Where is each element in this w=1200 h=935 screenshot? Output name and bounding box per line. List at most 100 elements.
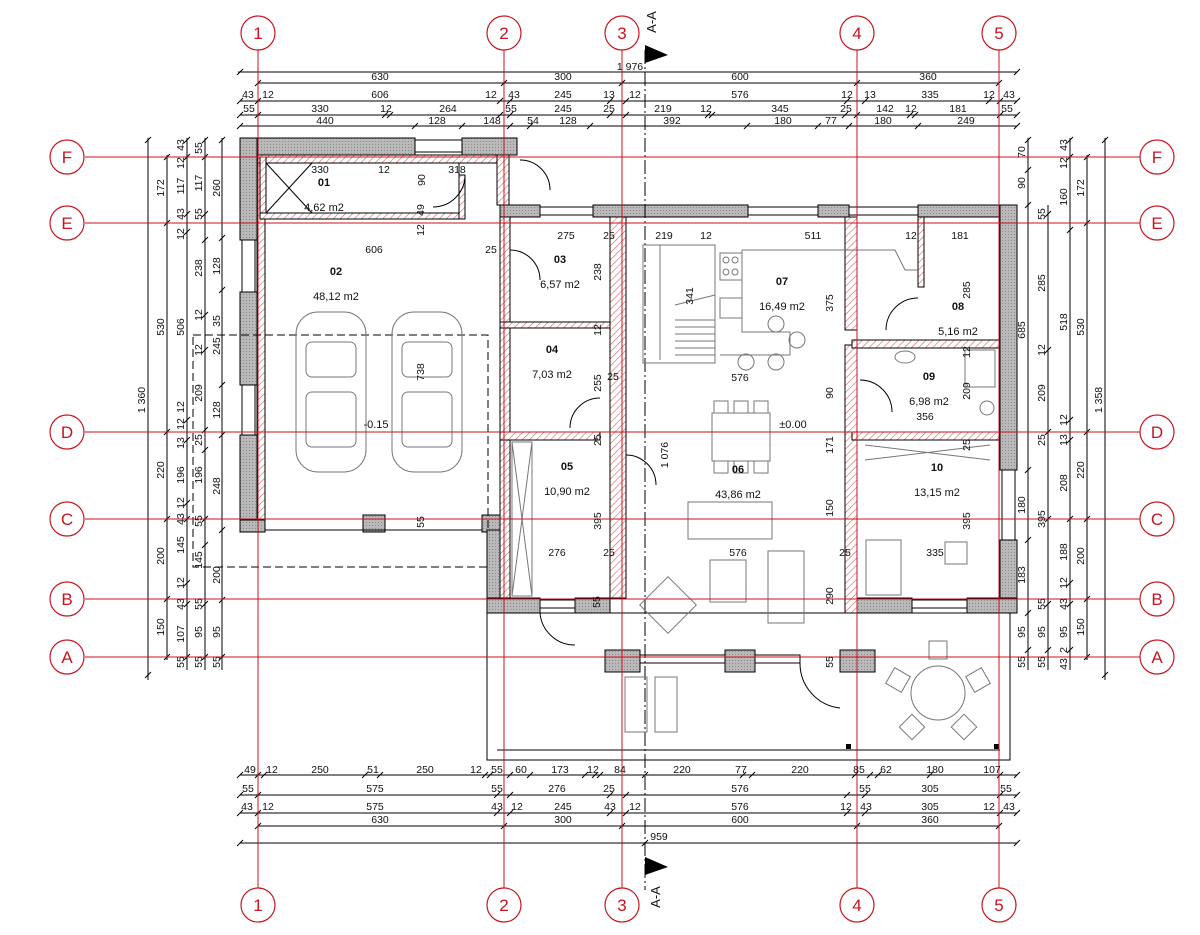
dimension-overall-right: 1 358: [1093, 387, 1105, 413]
dimension-text: 196: [175, 466, 187, 484]
dimension-text: 220: [155, 461, 167, 479]
dimension-text: 25: [603, 783, 615, 795]
dimension-text: 12: [175, 497, 187, 509]
dimension-tick: [622, 791, 630, 799]
armchair: [639, 576, 697, 634]
terrace-chair: [928, 640, 948, 660]
dimension-tick: [496, 97, 504, 105]
dimension-text: 43: [508, 89, 520, 101]
exterior-wall: [851, 597, 913, 614]
dimension-tick: [144, 671, 152, 679]
dimension-text: 12: [485, 89, 497, 101]
dimension-text: 60: [515, 764, 527, 776]
dimension-tick: [843, 97, 851, 105]
dimension-tick: [743, 122, 751, 130]
exterior-wall: [966, 597, 1018, 614]
dimension-text: 188: [1058, 543, 1070, 561]
dimension-text: 276: [548, 783, 566, 795]
dining-chair: [753, 460, 769, 474]
exterior-wall: [239, 137, 258, 241]
grid-bubble: [49, 414, 85, 450]
dimension-tick: [911, 111, 919, 119]
grid-label-row: F: [1152, 148, 1162, 167]
dimension-tick: [1044, 600, 1052, 608]
dimension-text: 506: [175, 318, 187, 336]
grid-bubble: [1139, 414, 1175, 450]
dimension-tick: [606, 97, 614, 105]
interior-dimension-text: 181: [951, 230, 969, 242]
level-mark-garage: -0.15: [363, 419, 388, 431]
grid-label-row: D: [61, 423, 73, 442]
dimension-text: 219: [654, 103, 672, 115]
dimension-text: 208: [1058, 474, 1070, 492]
exterior-wall: [239, 434, 258, 533]
dimension-tick: [906, 111, 914, 119]
dimension-text: 148: [483, 115, 501, 127]
dimension-tick: [845, 122, 853, 130]
dimension-tick: [201, 541, 209, 549]
dimension-tick: [376, 771, 384, 779]
dimension-tick: [236, 771, 244, 779]
sofa: [767, 550, 805, 624]
window: [754, 654, 801, 664]
room-number: 09: [923, 371, 935, 383]
dimension-text: 264: [439, 103, 457, 115]
dining-chair: [753, 400, 769, 414]
interior-dimension-text: 12: [700, 230, 712, 242]
grid-bubble: [49, 639, 85, 675]
dimension-text: 392: [663, 115, 681, 127]
burner: [731, 256, 739, 264]
dimension-tick: [1024, 536, 1032, 544]
terrace-chair: [885, 667, 911, 693]
dimension-tick: [1013, 771, 1021, 779]
car-windshield: [305, 341, 357, 378]
dimension-tick: [458, 122, 466, 130]
dimension-tick: [1044, 646, 1052, 654]
dimension-text: 77: [825, 115, 837, 127]
interior-wall: [844, 216, 858, 331]
dimension-text: 13: [864, 89, 876, 101]
terrace-chair: [950, 713, 978, 741]
interior-dimension-text: 395: [961, 512, 973, 530]
dimension-text: 25: [840, 103, 852, 115]
dimension-text: 606: [371, 89, 389, 101]
dimension-tick: [183, 600, 191, 608]
room-area: 10,90 m2: [544, 486, 590, 498]
interior-wall: [499, 216, 511, 599]
door-swing: [519, 159, 551, 191]
sun-lounger: [624, 676, 648, 733]
dimension-text: 285: [1036, 274, 1048, 292]
room-number: 01: [318, 177, 330, 189]
dimension-tick: [874, 771, 882, 779]
dimension-text: 107: [175, 625, 187, 643]
dimension-text: 630: [371, 814, 389, 826]
dimension-text: 530: [155, 318, 167, 336]
dimension-text: 55: [193, 142, 205, 154]
interior-dimension-text: 395: [592, 512, 604, 530]
room-area: 48,12 m2: [313, 291, 359, 303]
dimension-text: 77: [735, 764, 747, 776]
dimension-tick: [526, 122, 534, 130]
room-area: 43,86 m2: [715, 489, 761, 501]
dimension-text: 12: [983, 89, 995, 101]
kitchen-counter: [720, 249, 918, 356]
dimension-tick: [218, 526, 226, 534]
dimension-text: 43: [1003, 801, 1015, 813]
dimension-text: 12: [1058, 577, 1070, 589]
interior-dimension-text: 341: [684, 287, 696, 305]
dining-table: [711, 412, 771, 462]
dimension-tick: [506, 791, 514, 799]
dimension-text: 43: [241, 801, 253, 813]
grid-bubble: [49, 581, 85, 617]
dimension-text: 117: [175, 177, 187, 194]
interior-wall: [256, 154, 498, 164]
interior-dimension-text: 330: [311, 164, 329, 176]
dimension-tick: [201, 446, 209, 454]
burner: [722, 256, 730, 264]
dimension-text: 12: [175, 401, 187, 413]
interior-dimension-text: 606: [365, 244, 383, 256]
interior-dimension-text: 356: [916, 411, 934, 423]
dimension-tick: [1024, 201, 1032, 209]
dimension-text: 250: [416, 764, 434, 776]
